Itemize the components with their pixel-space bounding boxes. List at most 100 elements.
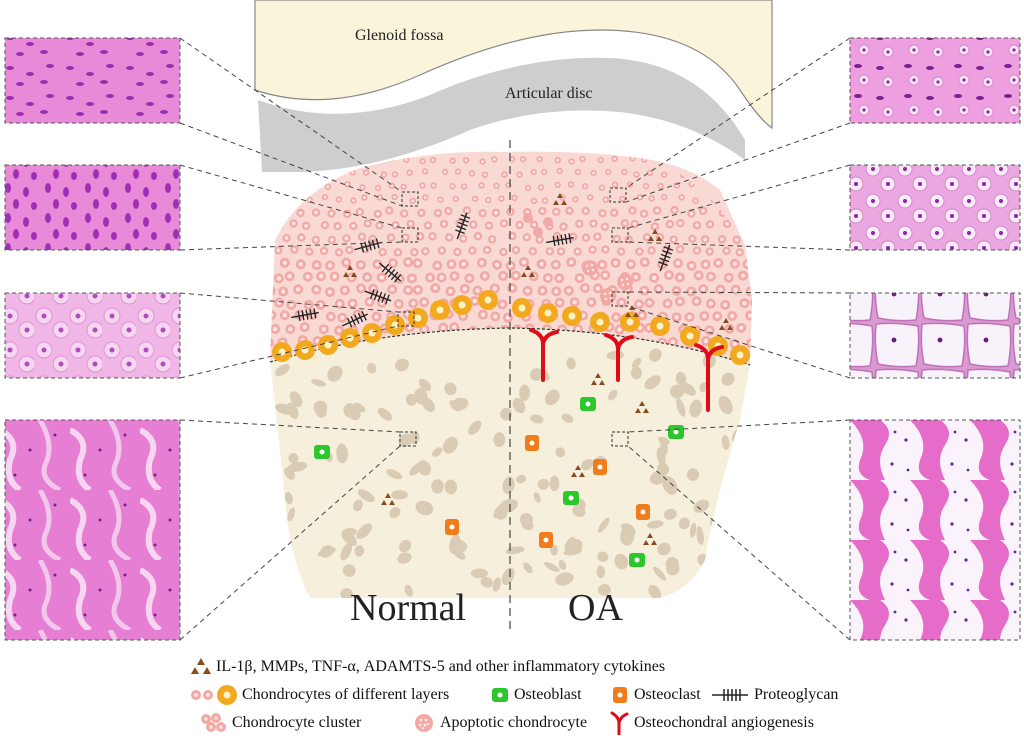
proteoglycan-chain bbox=[346, 317, 353, 328]
apoptotic-fragment bbox=[604, 297, 608, 301]
chondrocyte-nucleus bbox=[473, 197, 477, 201]
chondrocyte-nucleus bbox=[485, 248, 490, 252]
trabecula bbox=[356, 523, 373, 540]
chondrocyte-nucleus bbox=[717, 158, 721, 162]
trabecula bbox=[657, 542, 671, 556]
trabecula bbox=[311, 379, 327, 387]
proteoglycan-chain bbox=[387, 269, 396, 278]
chondrocyte-nucleus bbox=[617, 327, 622, 332]
chondrocyte-nucleus bbox=[688, 289, 694, 294]
chondrocyte-nucleus bbox=[588, 195, 592, 199]
trabecula bbox=[494, 506, 508, 520]
proteoglycan-marker bbox=[378, 262, 402, 283]
chondrocyte-nucleus bbox=[503, 173, 506, 177]
cytokine-triangle bbox=[343, 272, 349, 277]
chondrocyte-nucleus bbox=[393, 172, 397, 176]
chondrocyte-nucleus bbox=[390, 260, 396, 266]
chondrocyte-nucleus bbox=[751, 158, 752, 162]
chondrocyte-nucleus bbox=[311, 186, 315, 190]
chondrocyte-cell bbox=[309, 184, 317, 191]
chondrocyte-nucleus bbox=[276, 248, 281, 253]
zoom-guide-line bbox=[627, 445, 851, 641]
proteoglycan-chain bbox=[375, 238, 380, 249]
chondrocyte-nucleus bbox=[409, 276, 415, 281]
chondrocyte-cell bbox=[701, 156, 708, 163]
trabecula bbox=[555, 572, 574, 586]
chondrocyte-nucleus bbox=[603, 224, 607, 229]
trabecula bbox=[336, 443, 348, 464]
chondrocyte-nucleus bbox=[405, 259, 411, 265]
apoptotic-fragment bbox=[591, 268, 595, 272]
chondrocyte-nucleus bbox=[421, 184, 424, 188]
chondrocyte-nucleus bbox=[298, 210, 303, 215]
proteoglycan-chain bbox=[354, 314, 360, 324]
chondrocyte-nucleus bbox=[282, 260, 288, 266]
trabecula bbox=[398, 433, 413, 448]
chondrocyte-nucleus bbox=[613, 315, 619, 320]
chondrocyte-nucleus bbox=[723, 302, 728, 308]
chondrocyte-nucleus bbox=[418, 234, 423, 239]
zoom-guide-line bbox=[627, 305, 851, 379]
chondrocyte-nucleus bbox=[556, 276, 562, 281]
chondrocyte-nucleus bbox=[390, 184, 394, 188]
chondrocyte-nucleus bbox=[678, 247, 682, 252]
osteoclast-nucleus bbox=[529, 440, 535, 446]
trabecula bbox=[646, 520, 664, 529]
chondrocyte-nucleus bbox=[600, 186, 604, 190]
chondrocyte-nucleus bbox=[738, 325, 744, 331]
chondrocyte-nucleus bbox=[282, 312, 288, 318]
chondrocyte-nucleus bbox=[694, 298, 699, 304]
chondrocyte-nucleus bbox=[449, 261, 454, 267]
chondrocyte-nucleus bbox=[288, 326, 293, 332]
chondrocyte-nucleus bbox=[612, 210, 617, 215]
trabecula bbox=[693, 499, 710, 513]
chondrocyte-nucleus bbox=[702, 158, 706, 162]
trabecula bbox=[737, 589, 750, 598]
chondrocyte-nucleus bbox=[636, 302, 642, 307]
trabecula bbox=[353, 499, 363, 512]
proteoglycan-marker bbox=[364, 289, 392, 305]
chondrocyte-nucleus bbox=[461, 261, 466, 267]
chondrocyte-nucleus bbox=[732, 261, 738, 266]
chondrocyte-nucleus bbox=[573, 197, 577, 201]
chondrocyte-nucleus bbox=[344, 260, 349, 265]
chondrocyte-nucleus bbox=[431, 158, 435, 162]
proteoglycan-chain bbox=[663, 246, 674, 251]
chondrocyte-nucleus bbox=[754, 248, 758, 252]
chondrocyte-nucleus bbox=[708, 173, 712, 177]
chondrocyte-nucleus bbox=[422, 327, 427, 332]
chondrocyte-cell bbox=[741, 197, 749, 204]
chondrocyte-nucleus bbox=[540, 288, 545, 293]
chondrocyte-nucleus bbox=[322, 248, 326, 253]
chondrocyte-nucleus bbox=[577, 275, 582, 281]
chondrocyte-nucleus bbox=[582, 285, 588, 291]
cytokine-triangle bbox=[389, 500, 395, 505]
apoptotic-chondrocyte bbox=[600, 288, 616, 304]
chondrocyte-cell bbox=[270, 285, 276, 296]
trabecula bbox=[620, 527, 635, 546]
proteoglycan-core bbox=[546, 236, 574, 244]
chondrocyte-nucleus bbox=[332, 274, 337, 279]
chondrocyte-nucleus bbox=[438, 198, 442, 202]
trabecula bbox=[450, 539, 468, 553]
chondrocyte-nucleus bbox=[649, 248, 654, 253]
cytokine-marker bbox=[643, 533, 657, 545]
zoom-guide-line bbox=[627, 241, 851, 251]
apoptotic-fragment bbox=[586, 269, 590, 273]
trabecula bbox=[649, 348, 662, 362]
chondrocyte-nucleus bbox=[674, 315, 679, 320]
chondrocyte-nucleus bbox=[487, 223, 491, 228]
trabecula bbox=[549, 475, 560, 492]
chondrocyte-nucleus bbox=[346, 182, 349, 186]
proteoglycan-chain bbox=[393, 274, 402, 283]
chondrocyte-nucleus bbox=[619, 249, 624, 254]
cytokine-triangle bbox=[727, 325, 733, 330]
chondrocyte-nucleus bbox=[506, 183, 510, 187]
zoom-guide-line bbox=[627, 164, 851, 229]
chondrocyte-nucleus bbox=[592, 171, 596, 175]
chondrocyte-nucleus bbox=[642, 259, 648, 265]
chondrocyte-nucleus bbox=[599, 158, 602, 162]
proteoglycan-core bbox=[456, 212, 468, 240]
chondrocyte-nucleus bbox=[442, 222, 446, 226]
zoom-box bbox=[611, 431, 629, 447]
